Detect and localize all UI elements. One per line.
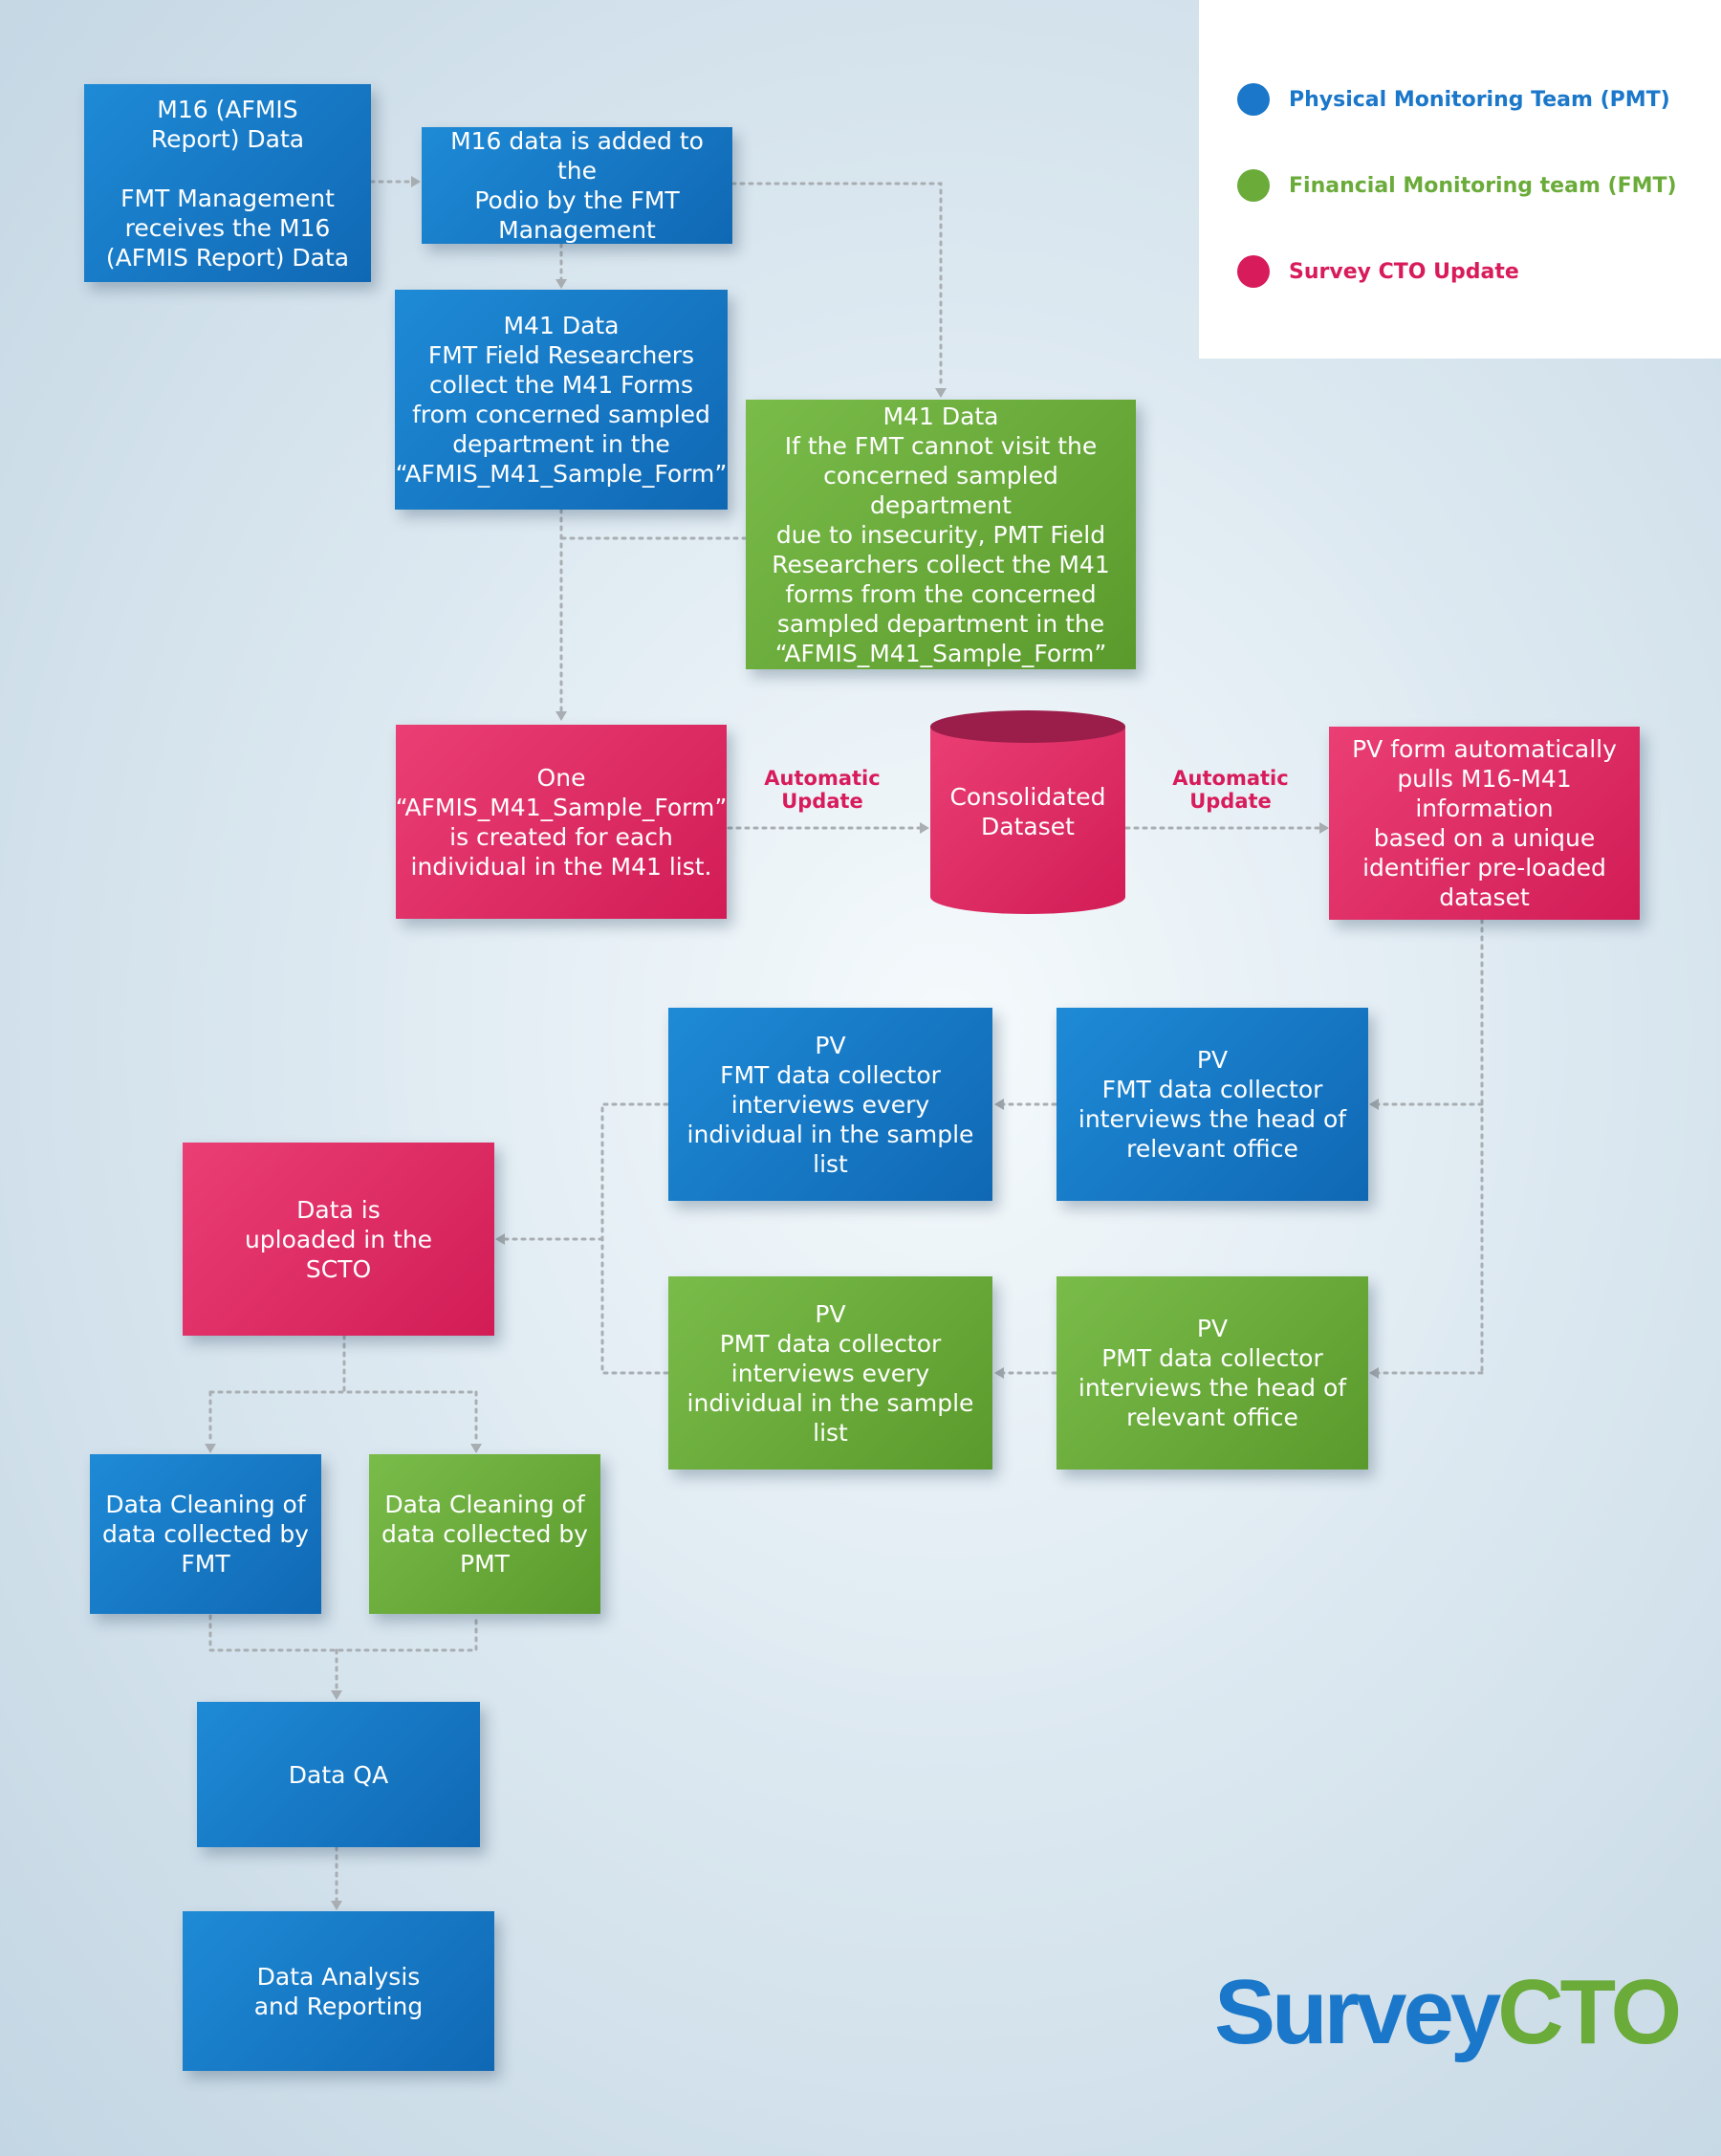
arrow-head	[994, 1367, 1004, 1379]
node-text: M16 data is added to the Podio by the FM…	[450, 127, 704, 244]
arrow-head	[1369, 1099, 1379, 1110]
connector-every-to-scto	[600, 1102, 669, 1375]
node-form-created: One “AFMIS_M41_Sample_Form” is created f…	[396, 725, 727, 919]
node-pv-pmt-head-of-office: PV PMT data collector interviews the hea…	[1057, 1276, 1368, 1470]
node-pv-fmt-every-individual: PV FMT data collector interviews every i…	[668, 1008, 992, 1201]
edge-label-automatic-update: Automatic Update	[764, 767, 881, 813]
node-data-qa: Data QA	[197, 1702, 480, 1847]
connector-scto-to-cleaning	[208, 1334, 478, 1446]
arrow-head	[920, 822, 929, 834]
arrow-head	[470, 1444, 482, 1453]
node-text: PV FMT data collector interviews every i…	[686, 1031, 974, 1178]
arrow-head	[556, 711, 567, 721]
node-m16-receive: M16 (AFMIS Report) Data FMT Management r…	[84, 84, 371, 282]
node-text: Data QA	[288, 1760, 389, 1789]
node-m41-fmt-collect: M41 Data FMT Field Researchers collect t…	[395, 290, 728, 510]
node-text: PV PMT data collector interviews every i…	[686, 1299, 974, 1447]
legend-label: Survey CTO Update	[1289, 259, 1519, 284]
arrow-head	[331, 1690, 342, 1700]
node-text: One “AFMIS_M41_Sample_Form” is created f…	[395, 763, 728, 881]
arrow-head	[331, 1901, 342, 1910]
connector-cleaning-to-qa	[208, 1614, 478, 1692]
node-text: M41 Data If the FMT cannot visit the con…	[772, 402, 1110, 667]
node-data-cleaning-pmt: Data Cleaning of data collected by PMT	[369, 1454, 600, 1614]
node-data-analysis-reporting: Data Analysis and Reporting	[183, 1911, 494, 2071]
legend-dot-blue-icon	[1237, 83, 1270, 116]
logo-wordmark: SurveyCTO	[1214, 1960, 1682, 2065]
node-text: PV PMT data collector interviews the hea…	[1078, 1315, 1347, 1431]
logo-part-survey: Survey	[1214, 1961, 1501, 2063]
arrow-head	[205, 1444, 216, 1453]
node-m41-pmt-collect: M41 Data If the FMT cannot visit the con…	[746, 400, 1136, 669]
consolidated-dataset-label: Consolidated Dataset	[949, 783, 1106, 840]
node-scto-upload: Data is uploaded in the SCTO	[183, 1143, 494, 1336]
node-data-cleaning-fmt: Data Cleaning of data collected by FMT	[90, 1454, 321, 1614]
arrow-head	[495, 1233, 505, 1245]
node-text: Data is uploaded in the SCTO	[244, 1195, 433, 1283]
node-text: Data Cleaning of data collected by FMT	[102, 1491, 309, 1578]
node-pv-pmt-every-individual: PV PMT data collector interviews every i…	[668, 1276, 992, 1470]
arrow-head	[1319, 822, 1329, 834]
database-cylinder-icon	[930, 710, 1125, 914]
node-pv-fmt-head-of-office: PV FMT data collector interviews the hea…	[1057, 1008, 1368, 1201]
edge-label-automatic-update: Automatic Update	[1172, 767, 1289, 813]
node-m16-podio: M16 data is added to the Podio by the FM…	[422, 127, 732, 244]
legend-dot-green-icon	[1237, 169, 1270, 202]
legend-label: Financial Monitoring team (FMT)	[1289, 173, 1677, 198]
legend-panel: Physical Monitoring Team (PMT) Financial…	[1199, 0, 1721, 359]
legend-item-fmt: Financial Monitoring team (FMT)	[1237, 169, 1677, 202]
node-text: Data Analysis and Reporting	[253, 1962, 424, 2020]
arrow-head	[994, 1099, 1004, 1110]
arrow-head	[411, 176, 421, 187]
legend-dot-pink-icon	[1237, 255, 1270, 288]
arrow-head	[1369, 1367, 1379, 1379]
legend-item-pmt: Physical Monitoring Team (PMT)	[1237, 83, 1670, 116]
arrow-head	[556, 279, 567, 289]
node-text: Data Cleaning of data collected by PMT	[381, 1491, 588, 1578]
node-text: M41 Data FMT Field Researchers collect t…	[395, 312, 728, 488]
node-text: PV FMT data collector interviews the hea…	[1078, 1046, 1347, 1163]
node-text: PV form automatically pulls M16-M41 info…	[1352, 735, 1617, 911]
node-pv-form-auto-pull: PV form automatically pulls M16-M41 info…	[1329, 727, 1640, 920]
logo-part-cto: CTO	[1497, 1961, 1682, 2063]
legend-label: Physical Monitoring Team (PMT)	[1289, 87, 1670, 112]
arrow-head	[935, 388, 947, 398]
connector-podio-to-m41-pmt	[730, 182, 943, 390]
surveycto-logo: SurveyCTO	[1214, 1950, 1682, 2075]
node-text: M16 (AFMIS Report) Data FMT Management r…	[105, 95, 350, 272]
legend-item-scto: Survey CTO Update	[1237, 255, 1519, 288]
